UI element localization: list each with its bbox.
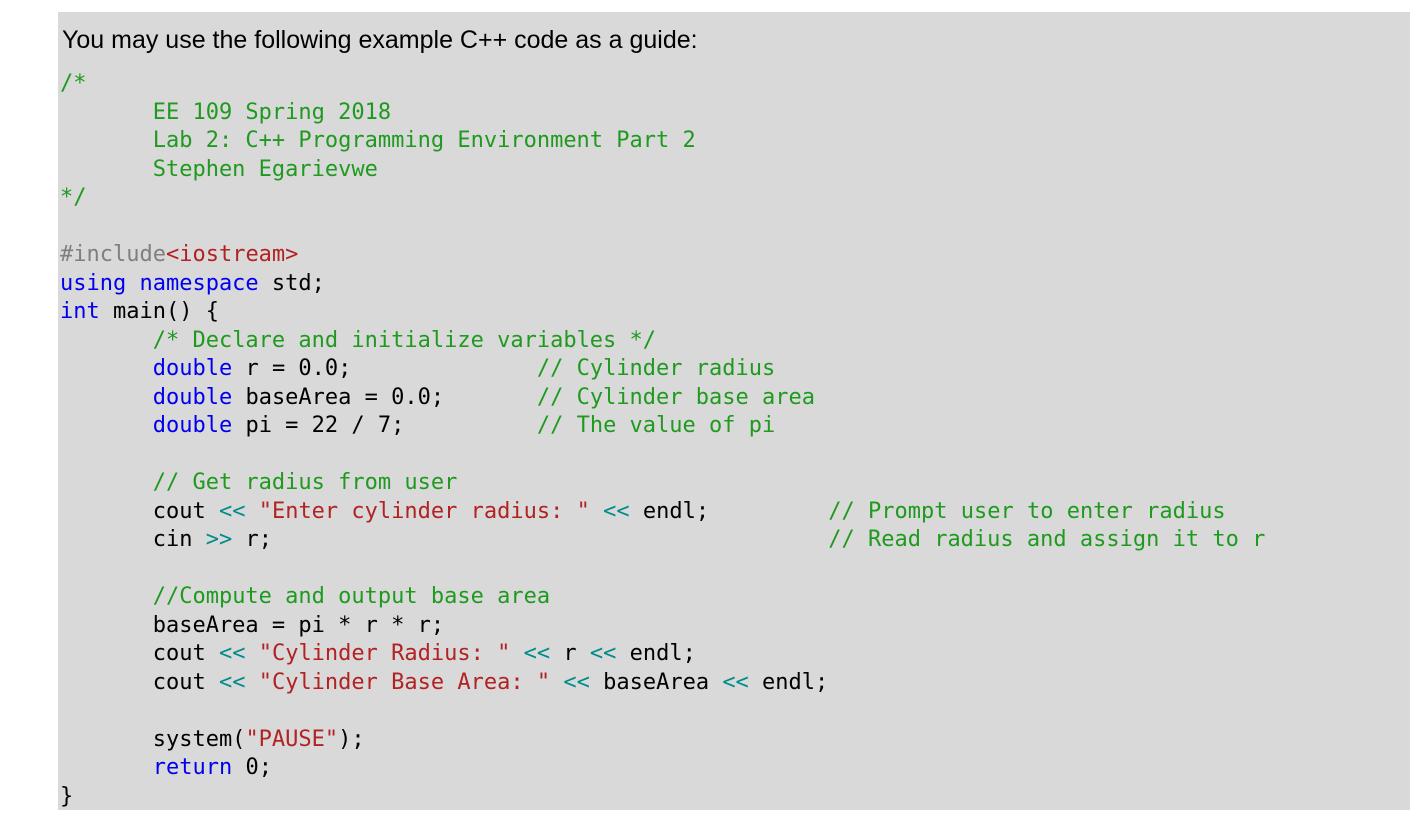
- code-line: double pi = 22 / 7; // The value of pi: [60, 413, 776, 438]
- code-token-comment: // The value of pi: [536, 413, 776, 438]
- code-token-comment: // Cylinder radius: [536, 356, 776, 381]
- code-line: Stephen Egarievwe: [60, 157, 378, 182]
- code-token-operator: <<: [603, 498, 630, 524]
- code-token-plain: cout: [60, 498, 219, 524]
- code-line: EE 109 Spring 2018: [60, 100, 391, 125]
- code-token-comment: Lab 2: C++ Programming Environment Part …: [60, 128, 696, 153]
- code-token-comment: EE 109 Spring 2018: [60, 99, 392, 125]
- code-token-string: "Enter cylinder radius: ": [258, 498, 590, 524]
- code-line: double baseArea = 0.0; // Cylinder base …: [60, 385, 815, 410]
- code-token-plain: [60, 755, 153, 780]
- code-token-string: "Cylinder Radius: ": [258, 641, 511, 666]
- code-token-plain: [510, 641, 523, 666]
- code-token-plain: [60, 584, 153, 609]
- code-line: cout << "Cylinder Radius: " << r << endl…: [60, 641, 696, 666]
- code-token-plain: cout: [60, 669, 219, 695]
- code-token-operator: <<: [218, 498, 246, 524]
- code-line: Lab 2: C++ Programming Environment Part …: [60, 128, 696, 153]
- code-token-plain: [60, 328, 153, 353]
- code-token-string: <iostream>: [165, 242, 299, 267]
- code-line: cin >> r; // Read radius and assign it t…: [60, 527, 1266, 552]
- code-token-plain: [60, 385, 153, 410]
- code-token-operator: <<: [523, 641, 551, 666]
- code-token-plain: r;: [232, 527, 829, 552]
- code-token-comment: //Compute and output base area: [152, 584, 551, 609]
- code-token-plain: pi = 22 / 7;: [232, 413, 537, 438]
- code-token-plain: [245, 670, 258, 695]
- code-token-comment: // Cylinder base area: [536, 384, 815, 410]
- code-token-plain: [60, 470, 153, 495]
- code-token-plain: main() {: [99, 299, 219, 324]
- code-token-comment: /* Declare and initialize variables */: [152, 327, 657, 353]
- code-token-comment: */: [60, 185, 87, 210]
- code-line: cout << "Enter cylinder radius: " << end…: [60, 499, 1226, 524]
- code-token-comment: // Prompt user to enter radius: [828, 498, 1226, 524]
- code-token-keyword: using namespace: [60, 270, 259, 296]
- code-token-plain: [590, 499, 603, 524]
- code-token-plain: r = 0.0;: [232, 356, 537, 381]
- code-token-directive: #include: [60, 242, 166, 267]
- code-line: int main() {: [60, 299, 219, 324]
- code-line: using namespace std;: [60, 271, 325, 296]
- code-token-plain: baseArea = 0.0;: [232, 384, 537, 410]
- code-token-plain: 0;: [232, 755, 272, 780]
- code-token-keyword: double: [152, 356, 233, 381]
- code-line: #include<iostream>: [60, 242, 298, 267]
- code-token-plain: endl;: [629, 498, 829, 524]
- code-token-plain: [245, 641, 258, 666]
- code-line: }: [60, 784, 73, 809]
- code-token-plain: }: [60, 783, 74, 809]
- code-token-keyword: double: [152, 384, 233, 410]
- code-token-keyword: return: [152, 755, 233, 780]
- code-token-comment: /*: [60, 71, 87, 96]
- code-line: // Get radius from user: [60, 470, 458, 495]
- code-token-plain: [245, 499, 258, 524]
- code-token-plain: baseArea = pi * r * r;: [60, 612, 445, 638]
- code-token-operator: <<: [589, 641, 617, 666]
- code-line: */: [60, 185, 87, 210]
- code-token-plain: cin: [60, 527, 206, 552]
- code-line: double r = 0.0; // Cylinder radius: [60, 356, 776, 381]
- code-token-plain: );: [338, 726, 365, 752]
- code-block: /* EE 109 Spring 2018 Lab 2: C++ Program…: [60, 70, 1410, 811]
- code-line: cout << "Cylinder Base Area: " << baseAr…: [60, 669, 829, 695]
- code-guide-panel: You may use the following example C++ co…: [58, 12, 1410, 810]
- code-token-string: "PAUSE": [245, 726, 339, 752]
- code-token-plain: baseArea: [589, 669, 723, 695]
- code-token-plain: [60, 413, 153, 438]
- code-token-comment: // Get radius from user: [152, 470, 458, 495]
- code-token-plain: [60, 356, 153, 381]
- code-line: /* Declare and initialize variables */: [60, 328, 656, 353]
- code-token-comment: Stephen Egarievwe: [60, 156, 378, 182]
- code-token-plain: std;: [258, 270, 325, 296]
- code-token-operator: >>: [205, 527, 233, 552]
- code-token-comment: // Read radius and assign it to r: [828, 527, 1266, 552]
- code-token-keyword: int: [60, 299, 100, 324]
- code-token-plain: [550, 670, 563, 695]
- code-token-plain: cout: [60, 641, 219, 666]
- code-line: baseArea = pi * r * r;: [60, 613, 444, 638]
- code-token-plain: endl;: [748, 669, 829, 695]
- code-line: //Compute and output base area: [60, 584, 550, 609]
- code-token-string: "Cylinder Base Area: ": [258, 669, 551, 695]
- code-token-operator: <<: [563, 669, 590, 695]
- code-token-operator: <<: [218, 669, 246, 695]
- code-line: system("PAUSE");: [60, 727, 365, 752]
- code-token-plain: endl;: [616, 641, 696, 666]
- code-token-plain: r: [550, 641, 590, 666]
- code-token-operator: <<: [218, 641, 246, 666]
- code-token-keyword: double: [152, 413, 233, 438]
- code-token-plain: system(: [60, 726, 246, 752]
- code-token-operator: <<: [722, 669, 749, 695]
- instruction-text: You may use the following example C++ co…: [62, 26, 698, 54]
- code-line: /*: [60, 71, 87, 96]
- code-line: return 0;: [60, 755, 272, 780]
